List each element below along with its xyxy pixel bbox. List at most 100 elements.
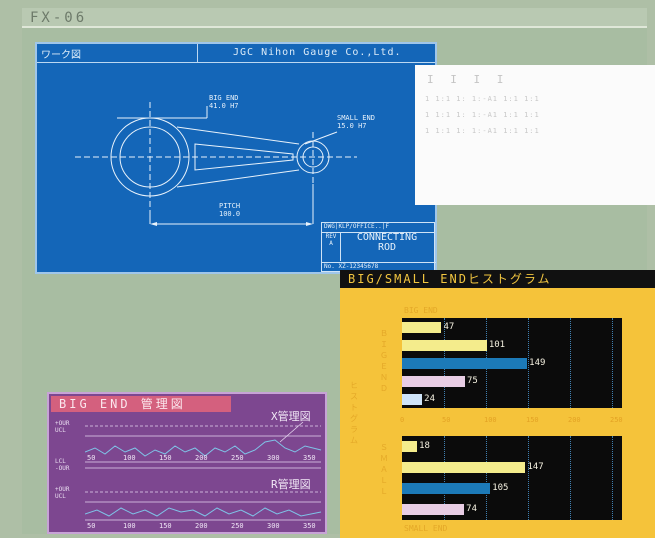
control-chart-x-tick: 250 (231, 454, 244, 462)
pitch-value: 100.0 (219, 210, 241, 218)
part-name-line2: ROD (377, 242, 397, 253)
control-chart-x-tick: 300 (267, 522, 280, 530)
company-name: JGC Nihon Gauge Co.,Ltd. (233, 47, 402, 58)
part-name-line1: CONNECTING (356, 232, 418, 243)
xbar-plus-our: +OUR (55, 420, 70, 427)
control-chart-x-tick: 200 (195, 522, 208, 530)
xbar-trend-line (85, 439, 322, 457)
r-chart-label: R管理図 (271, 478, 311, 491)
big-end-chart-label: BIG END (404, 306, 438, 315)
r-x-axis: 50 100 150 200 250 300 350 (85, 522, 323, 532)
histogram-bar (402, 393, 423, 405)
xbar-ucl: UCL (55, 427, 66, 434)
list-item[interactable]: 1 1:1 1: 1:-A1 1:1 1:1 (425, 111, 540, 119)
control-chart-x-tick: 350 (303, 454, 316, 462)
histogram-gridline (612, 318, 613, 408)
drawing-header: ワーク図 JGC Nihon Gauge Co.,Ltd. (37, 44, 435, 63)
xbar-x-axis: 50 100 150 200 250 300 350 (85, 454, 323, 464)
histogram-window[interactable]: BIG/SMALL ENDヒストグラム BIG END ＢＩＧ ＥＮＤ ヒストグ… (340, 270, 655, 538)
control-chart-x-tick: 100 (123, 522, 136, 530)
part-name: CONNECTING ROD (342, 233, 432, 253)
histogram-bar-value: 24 (424, 393, 435, 404)
control-chart-x-tick: 150 (159, 454, 172, 462)
histogram-bar-value: 105 (492, 483, 509, 493)
histogram-title: BIG/SMALL ENDヒストグラム (340, 270, 655, 288)
rev-label: REV (325, 233, 337, 240)
histogram-bar (402, 357, 528, 369)
app-title-bar: FX-06 (22, 8, 647, 28)
histogram-axis-tick: 50 (442, 416, 451, 424)
histogram-gridline (528, 318, 529, 408)
control-chart-x-tick: 250 (231, 522, 244, 530)
title-block-rev: REV A (322, 233, 341, 261)
title-block-header: DWG|KLP/OFFICE..|F (322, 223, 434, 233)
histogram-bar-value: 47 (443, 321, 455, 332)
histogram-bar (402, 321, 442, 333)
histogram-bar-value: 75 (467, 375, 478, 386)
histogram-gridline (486, 436, 487, 520)
big-end-annotation: BIG END 41.0 H7 (209, 94, 239, 110)
control-chart-x-tick: 200 (195, 454, 208, 462)
big-end-side-label: ＢＩＧ ＥＮＤ (380, 329, 396, 393)
histogram-bar-value: 74 (466, 504, 477, 514)
control-chart-x-tick: 50 (87, 454, 96, 462)
xbar-limits-upper: +OUR UCL (55, 420, 69, 434)
list-item[interactable]: 1 1:1 1: 1:-A1 1:1 1:1 (425, 127, 540, 135)
histogram-bar (402, 375, 465, 387)
histogram-axis-tick: 0 (400, 416, 405, 424)
small-end-chart-label: SMALL END (404, 524, 448, 533)
xbar-limits-lower: LCL -OUR (55, 458, 69, 472)
control-chart-x-tick: 150 (159, 522, 172, 530)
small-end-label: SMALL END (337, 114, 375, 122)
xbar-minus-our: -OUR (55, 465, 70, 472)
drawing-title: ワーク図 (41, 50, 81, 61)
histogram-axis-ticks: 0 50 100 150 200 250 (400, 416, 623, 428)
histogram-bar (402, 483, 491, 494)
r-ucl: UCL (55, 493, 66, 500)
histogram-axis-tick: 100 (484, 416, 497, 424)
histogram-bar-value: 101 (488, 339, 506, 350)
r-plus-our: +OUR (55, 486, 70, 493)
xbar-chart-label: X管理図 (271, 410, 311, 423)
title-block: DWG|KLP/OFFICE..|F REV A CONNECTING ROD … (321, 222, 436, 272)
histogram-axis-tick: 250 (610, 416, 623, 424)
big-end-histogram-panel: 47 101 149 75 24 (402, 318, 622, 408)
histogram-bar-value: 149 (529, 357, 546, 368)
header-divider (197, 44, 198, 62)
histogram-bar (402, 504, 465, 515)
drawing-number-value: XZ-12345678 (338, 263, 379, 270)
control-chart-x-tick: 50 (87, 522, 96, 530)
small-end-annotation: SMALL END 15.0 H7 (337, 114, 375, 130)
big-end-value: 41.0 H7 (209, 102, 239, 110)
small-end-value: 15.0 H7 (337, 122, 367, 130)
histogram-gridline (570, 436, 571, 520)
connecting-rod-drawing (75, 102, 357, 226)
histogram-gridline (528, 436, 529, 520)
histogram-side-label: ヒストグラム (350, 381, 358, 445)
work-drawing-window[interactable]: ワーク図 JGC Nihon Gauge Co.,Ltd. (35, 42, 437, 274)
control-chart-x-tick: 100 (123, 454, 136, 462)
app-title: FX-06 (30, 10, 88, 26)
r-limits-upper: +OUR UCL (55, 486, 69, 500)
control-chart-title: BIG END 管理図 (51, 396, 231, 412)
list-header: I I I I (427, 73, 509, 86)
histogram-axis-tick: 200 (568, 416, 581, 424)
r-trend-line (85, 507, 322, 517)
histogram-bar-value: 147 (527, 462, 544, 472)
list-item[interactable]: 1 1:1 1: 1:-A1 1:1 1:1 (425, 95, 540, 103)
drawing-number-label: No. (324, 263, 335, 270)
big-end-label: BIG END (209, 94, 239, 102)
control-chart-x-tick: 350 (303, 522, 316, 530)
measurement-list-panel[interactable]: I I I I 1 1:1 1: 1:-A1 1:1 1:1 1 1:1 1: … (415, 65, 655, 205)
histogram-bar (402, 462, 526, 473)
drawing-number: No. XZ-12345678 (322, 262, 436, 270)
histogram-axis-tick: 150 (526, 416, 539, 424)
small-end-side-label: ＳＭＡＬＬ (380, 443, 388, 496)
pitch-annotation: PITCH 100.0 (219, 202, 240, 218)
xbar-lcl: LCL (55, 458, 66, 465)
histogram-bar (402, 339, 487, 351)
control-chart-window[interactable]: BIG END 管理図 X管理図 R管理図 +OUR UCL LCL -OUR … (47, 392, 327, 534)
histogram-bar (402, 441, 418, 452)
control-chart-x-tick: 300 (267, 454, 280, 462)
